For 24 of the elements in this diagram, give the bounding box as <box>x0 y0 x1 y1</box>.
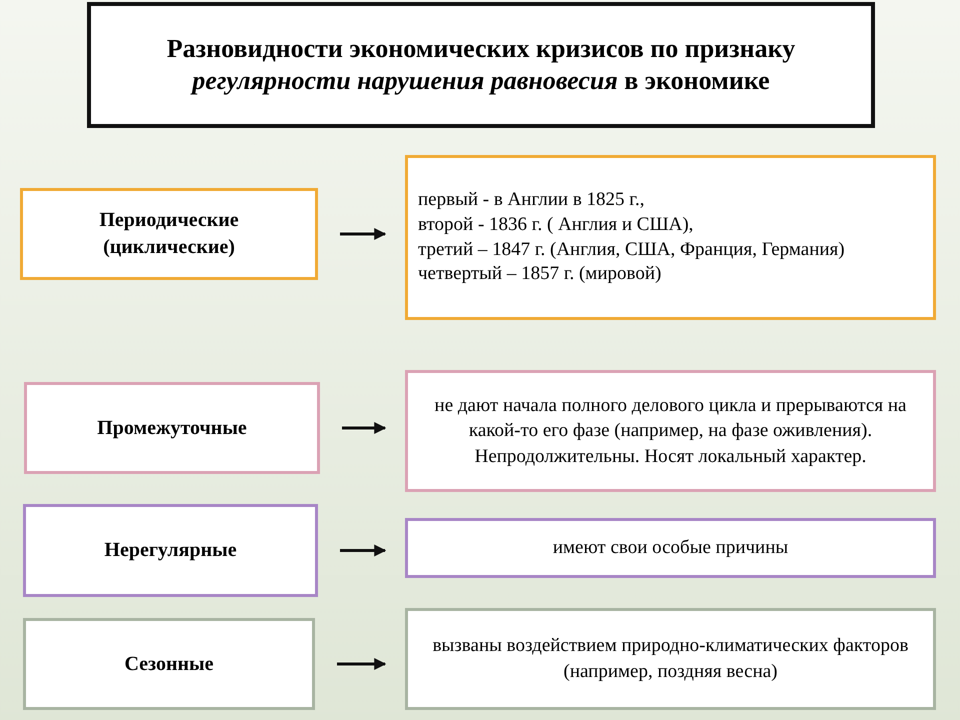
arrow <box>340 544 386 556</box>
arrow <box>340 228 386 240</box>
category-box <box>23 504 318 597</box>
title: Разновидности экономических кризисов по признаку регулярности нарушения равновесия в экономике <box>166 32 796 97</box>
box-text: Сезонные <box>123 652 215 676</box>
box-text: имеют свои особые причины <box>552 536 790 560</box>
box-text: не дают начала полного делового цикла и прерываются на какой-то его фазе (например, на фазе оживления). Непродолжительны. Носят локальный характер. <box>434 394 908 469</box>
box-text: четвертый – 1857 г. (мировой) <box>418 262 662 286</box>
box-text: третий – 1847 г. (Англия, США, Франция, Германия) <box>418 238 846 262</box>
category-box <box>20 188 318 280</box>
box-text: Периодические (циклические) <box>98 208 240 260</box>
description-box <box>405 370 936 492</box>
description-box <box>405 155 936 320</box>
arrow <box>342 422 386 434</box>
box-text: Промежуточные <box>96 416 248 440</box>
box-text: первый - в Англии в 1825 г., <box>418 188 646 212</box>
box-text: Нерегулярные <box>103 538 238 563</box>
box-text: вызваны воздействием природно-климатических факторов (например, поздняя весна) <box>432 634 910 684</box>
description-box <box>405 518 936 578</box>
category-box <box>23 618 315 710</box>
category-box <box>24 382 320 474</box>
box-text: второй - 1836 г. ( Англия и США), <box>418 212 694 237</box>
description-box <box>405 608 936 710</box>
arrow <box>337 658 386 670</box>
